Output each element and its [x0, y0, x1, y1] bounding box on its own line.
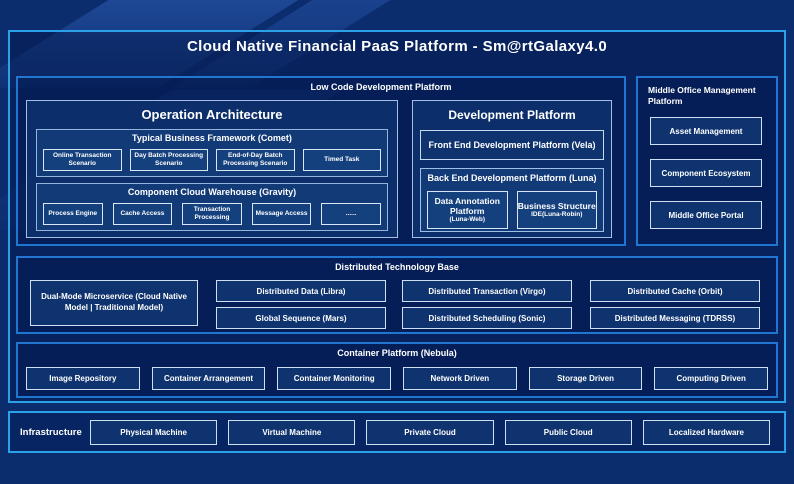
group-development-platform: Development Platform Front End Developme… — [412, 100, 612, 238]
subgroup-component-cloud-warehouse: Component Cloud Warehouse (Gravity) Proc… — [36, 183, 388, 231]
typical-business-framework-title: Typical Business Framework (Comet) — [132, 133, 292, 143]
node-message-access: Message Access — [251, 203, 312, 225]
node-cache-access: Cache Access — [112, 203, 173, 225]
node-asset-management: Asset Management — [650, 117, 762, 145]
container-platform-title: Container Platform (Nebula) — [337, 348, 457, 358]
node-container-monitoring: Container Monitoring — [277, 367, 392, 390]
section-container-platform-nebula: Container Platform (Nebula) Image Reposi… — [16, 342, 778, 398]
node-network-driven: Network Driven — [403, 367, 517, 390]
infrastructure-label: Infrastructure — [20, 426, 82, 438]
section-middle-office-management-platform: Middle Office Management Platform Asset … — [636, 76, 778, 246]
node-localized-hardware: Localized Hardware — [642, 420, 771, 445]
infrastructure-items: Physical Machine Virtual Machine Private… — [90, 420, 771, 445]
node-business-structure-ide-luna-robin: Business Structure IDE(Luna-Robin) — [516, 191, 597, 229]
node-data-annotation-platform-luna-web: Data Annotation Platform (Luna-Web) — [427, 191, 508, 229]
node-distributed-transaction-virgo: Distributed Transaction (Virgo) — [402, 280, 572, 302]
node-front-end-development-platform-vela: Front End Development Platform (Vela) — [420, 130, 604, 160]
low-code-section-title: Low Code Development Platform — [310, 82, 452, 92]
node-public-cloud: Public Cloud — [504, 420, 632, 445]
node-day-batch-processing-scenario: Day Batch Processing Scenario — [129, 149, 208, 171]
group-operation-architecture: Operation Architecture Typical Business … — [26, 100, 398, 238]
node-end-of-day-batch-processing-scenario: End-of-Day Batch Processing Scenario — [216, 149, 295, 171]
section-distributed-technology-base: Distributed Technology Base Dual-Mode Mi… — [16, 256, 778, 334]
back-end-items: Data Annotation Platform (Luna-Web) Busi… — [427, 191, 597, 229]
section-infrastructure: Infrastructure Physical Machine Virtual … — [8, 411, 786, 453]
section-low-code-development-platform: Low Code Development Platform Operation … — [16, 76, 626, 246]
node-middle-office-portal: Middle Office Portal — [650, 201, 762, 229]
node-container-arrangement: Container Arrangement — [151, 367, 266, 390]
subgroup-typical-business-framework: Typical Business Framework (Comet) Onlin… — [36, 129, 388, 177]
node-storage-driven: Storage Driven — [528, 367, 643, 390]
node-distributed-scheduling-sonic: Distributed Scheduling (Sonic) — [402, 307, 572, 329]
container-platform-items: Image Repository Container Arrangement C… — [26, 367, 769, 390]
node-distributed-data-libra: Distributed Data (Libra) — [216, 280, 386, 302]
back-end-development-platform-title: Back End Development Platform (Luna) — [427, 173, 597, 183]
node-virtual-machine: Virtual Machine — [228, 420, 356, 445]
component-cloud-warehouse-title: Component Cloud Warehouse (Gravity) — [127, 187, 297, 197]
node-global-sequence-mars: Global Sequence (Mars) — [216, 307, 386, 329]
node-physical-machine: Physical Machine — [90, 420, 218, 445]
typical-business-framework-items: Online Transaction Scenario Day Batch Pr… — [43, 149, 381, 171]
subgroup-back-end-development-platform-luna: Back End Development Platform (Luna) Dat… — [420, 168, 604, 232]
node-component-ecosystem: Component Ecosystem — [650, 159, 762, 187]
node-process-engine: Process Engine — [43, 203, 103, 225]
node-ellipsis-more: ...... — [321, 203, 381, 225]
node-label: Business Structure — [517, 201, 596, 212]
operation-architecture-title: Operation Architecture — [141, 107, 283, 122]
node-sublabel: IDE(Luna-Robin) — [531, 211, 583, 219]
middle-office-section-title: Middle Office Management Platform — [648, 85, 756, 107]
distributed-section-title: Distributed Technology Base — [335, 262, 459, 272]
node-distributed-cache-orbit: Distributed Cache (Orbit) — [590, 280, 760, 302]
component-cloud-warehouse-items: Process Engine Cache Access Transaction … — [43, 203, 381, 225]
node-timed-task: Timed Task — [302, 149, 381, 171]
node-distributed-messaging-tdrss: Distributed Messaging (TDRSS) — [590, 307, 760, 329]
development-platform-title: Development Platform — [448, 108, 576, 122]
node-online-transaction-scenario: Online Transaction Scenario — [43, 149, 122, 171]
page-title: Cloud Native Financial PaaS Platform - S… — [186, 38, 608, 55]
node-computing-driven: Computing Driven — [654, 367, 769, 390]
node-label: Data Annotation Platform — [434, 196, 500, 217]
node-private-cloud: Private Cloud — [366, 420, 494, 445]
node-sublabel: (Luna-Web) — [449, 216, 486, 224]
node-dual-mode-microservice: Dual-Mode Microservice (Cloud Native Mod… — [30, 280, 198, 326]
node-image-repository: Image Repository — [26, 367, 140, 390]
node-transaction-processing: Transaction Processing — [182, 203, 242, 225]
